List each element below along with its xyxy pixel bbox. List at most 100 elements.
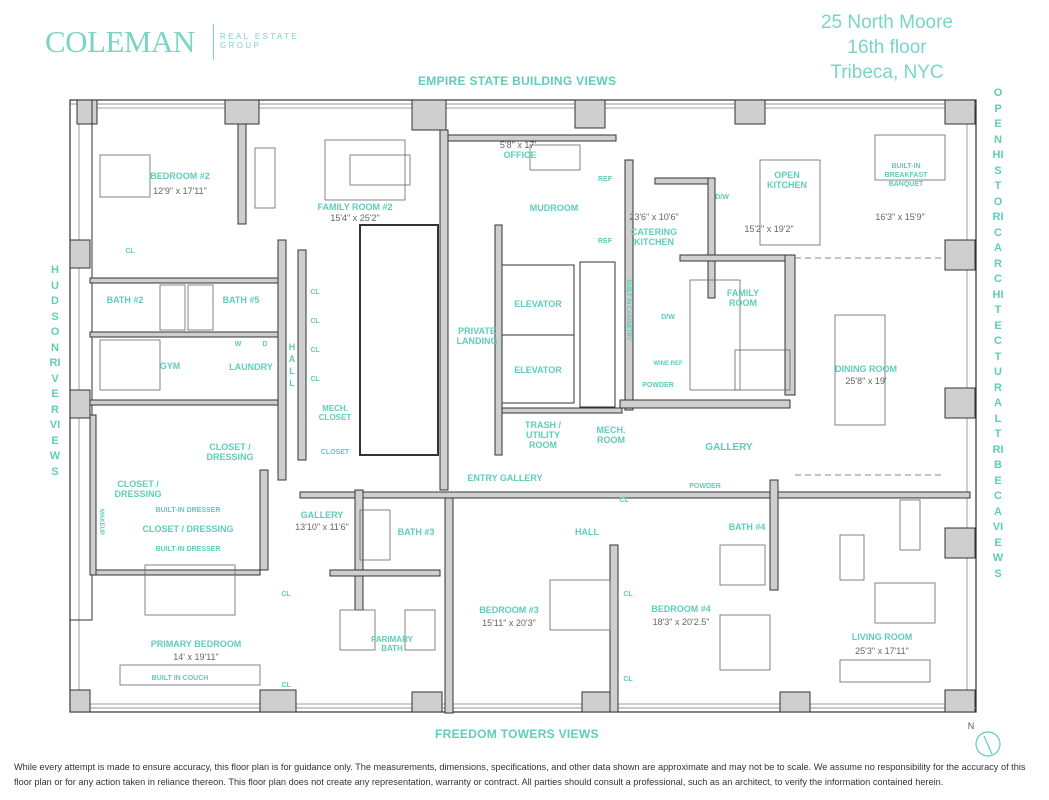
ref-label: REF	[598, 238, 612, 245]
gym-label: GYM	[159, 361, 181, 371]
makeup-label: MAKEUP	[98, 508, 104, 536]
address: 25 North Moore 16th floor Tribeca, NYC	[787, 10, 987, 85]
bedroom-4-label: BEDROOM #4	[651, 604, 711, 614]
view-right: OPEN HISTORIC ARCHITECTURAL TRIBECA VIEW…	[992, 87, 1004, 580]
furniture	[99, 134, 946, 686]
primary-bath-label-1: PARIMARY	[371, 635, 413, 644]
mech-room-label-2: ROOM	[597, 435, 625, 445]
family-room-label-2: ROOM	[729, 298, 757, 308]
mech-closet-label-1: MECH.	[322, 404, 348, 413]
bedroom-3-dims: 15'11" x 20'3"	[482, 618, 536, 628]
office-label: OFFICE	[503, 150, 537, 160]
cl-label: CL	[310, 318, 320, 325]
banquet-dims: 16'3" x 15'9"	[875, 212, 925, 222]
open-kitchen-label-2: KITCHEN	[767, 180, 807, 190]
bath-3-label: BATH #3	[397, 527, 435, 537]
cl-label: CL	[310, 347, 320, 354]
elevator-1-label: ELEVATOR	[514, 299, 562, 309]
laundry-label: LAUNDRY	[229, 362, 273, 372]
logo-divider	[213, 24, 214, 60]
mudroom-label: MUDROOM	[529, 203, 579, 213]
dining-room-label: DINING ROOM	[835, 364, 897, 374]
hall-vertical-label: HALL	[288, 342, 296, 388]
trash-label-1: TRASH /	[525, 420, 561, 430]
view-bottom: FREEDOM TOWERS VIEWS	[435, 727, 599, 741]
cl-label: CL	[310, 289, 320, 296]
brand-sub-1: REAL ESTATE	[220, 32, 300, 41]
dw-label: D/W	[661, 314, 675, 321]
family-room-2-label: FAMILY ROOM #2	[317, 202, 393, 212]
powder-2-label: POWDER	[689, 483, 721, 490]
closet-dressing-2-label-1: CLOSET /	[117, 479, 159, 489]
private-landing-label-1: PRIVATE	[458, 326, 496, 336]
trash-label-3: ROOM	[529, 440, 557, 450]
brand-sub-2: GROUP	[220, 41, 262, 50]
trash-label-2: UTILITY	[526, 430, 560, 440]
living-room-dims: 25'3" x 17'11"	[855, 646, 909, 656]
built-in-cabinetry-label: BUILT IN CABINETRY	[625, 279, 631, 341]
cl-label: CL	[623, 591, 633, 598]
brand-logo: COLEMAN	[45, 24, 195, 59]
bedroom-4-dims: 18'3" x 20'2.5"	[652, 617, 710, 627]
open-area-lines	[795, 257, 945, 476]
view-left: HUDSON RIVER VIEWS	[49, 264, 61, 478]
gallery-east-label: GALLERY	[705, 442, 753, 453]
mech-room-label-1: MECH.	[596, 425, 626, 435]
cl-label: CL	[310, 376, 320, 383]
washer-label: W	[234, 341, 242, 348]
cl-label: CL	[619, 497, 629, 504]
elevator-2-label: ELEVATOR	[514, 365, 562, 375]
view-top: EMPIRE STATE BUILDING VIEWS	[418, 74, 617, 88]
cl-label: CL	[281, 591, 291, 598]
living-room-label: LIVING ROOM	[851, 632, 913, 642]
catering-kitchen-dims: 23'6" x 10'6"	[629, 212, 679, 222]
closet-dressing-2-label-2: DRESSING	[114, 489, 162, 499]
primary-bedroom-label: PRIMARY BEDROOM	[150, 639, 242, 649]
banquet-label-1: BUILT-IN	[891, 163, 921, 170]
closet-dressing-3-label: CLOSET / DRESSING	[142, 524, 234, 534]
closet-dressing-1-label-1: CLOSET /	[209, 442, 251, 452]
gallery-west-label: GALLERY	[300, 510, 344, 520]
bath-4-label: BATH #4	[728, 522, 766, 532]
family-room-2-dims: 15'4" x 25'2"	[330, 213, 380, 223]
closet-label: CLOSET	[320, 449, 350, 456]
family-room-label-1: FAMILY	[726, 288, 760, 298]
mech-closet-label-2: CLOSET	[318, 413, 352, 422]
cl-label: CL	[125, 248, 135, 255]
address-line-2: 16th floor	[847, 37, 927, 58]
powder-1-label: POWDER	[642, 382, 674, 389]
banquet-label-3: BANQUET	[888, 181, 924, 188]
hall-label: HALL	[575, 527, 599, 537]
disclaimer: While every attempt is made to ensure ac…	[14, 762, 1026, 787]
gallery-west-dims: 13'10" x 11'6"	[295, 522, 349, 532]
open-kitchen-label-1: OPEN	[774, 170, 800, 180]
north-compass-icon	[975, 731, 1001, 757]
compass-label: N	[967, 721, 975, 731]
closet-dressing-1-label-2: DRESSING	[206, 452, 254, 462]
dining-room-dims: 25'8" x 19'	[845, 376, 887, 386]
built-in-couch-label: BUILT IN COUCH	[151, 675, 209, 682]
primary-bedroom-dims: 14' x 19'11"	[173, 652, 219, 662]
address-line-3: Tribeca, NYC	[830, 62, 944, 83]
built-in-dresser-1-label: BUILT-IN DRESSER	[155, 507, 221, 514]
bath-2-label: BATH #2	[106, 295, 144, 305]
private-landing-label-2: LANDING	[456, 336, 498, 346]
bedroom-2-dims: 12'9" x 17'11"	[153, 186, 207, 196]
built-in-dresser-2-label: BUILT-IN DRESSER	[155, 546, 221, 553]
address-line-1: 25 North Moore	[820, 12, 953, 33]
catering-kitchen-label-1: CATERING	[630, 227, 678, 237]
dw-label: D/W	[715, 194, 729, 201]
walls	[69, 99, 976, 714]
catering-kitchen-label-2: KITCHEN	[634, 237, 674, 247]
office-dims: 5'8" x 17'	[499, 140, 537, 150]
open-kitchen-dims: 15'2" x 19'2"	[744, 224, 794, 234]
entry-gallery-label: ENTRY GALLERY	[467, 473, 543, 483]
cl-label: CL	[281, 682, 291, 689]
ref-label: REF	[598, 176, 612, 183]
bedroom-3-label: BEDROOM #3	[479, 605, 539, 615]
bath-5-label: BATH #5	[222, 295, 260, 305]
bedroom-2-label: BEDROOM #2	[150, 171, 210, 181]
wine-ref-label: WINE REF	[653, 361, 683, 367]
